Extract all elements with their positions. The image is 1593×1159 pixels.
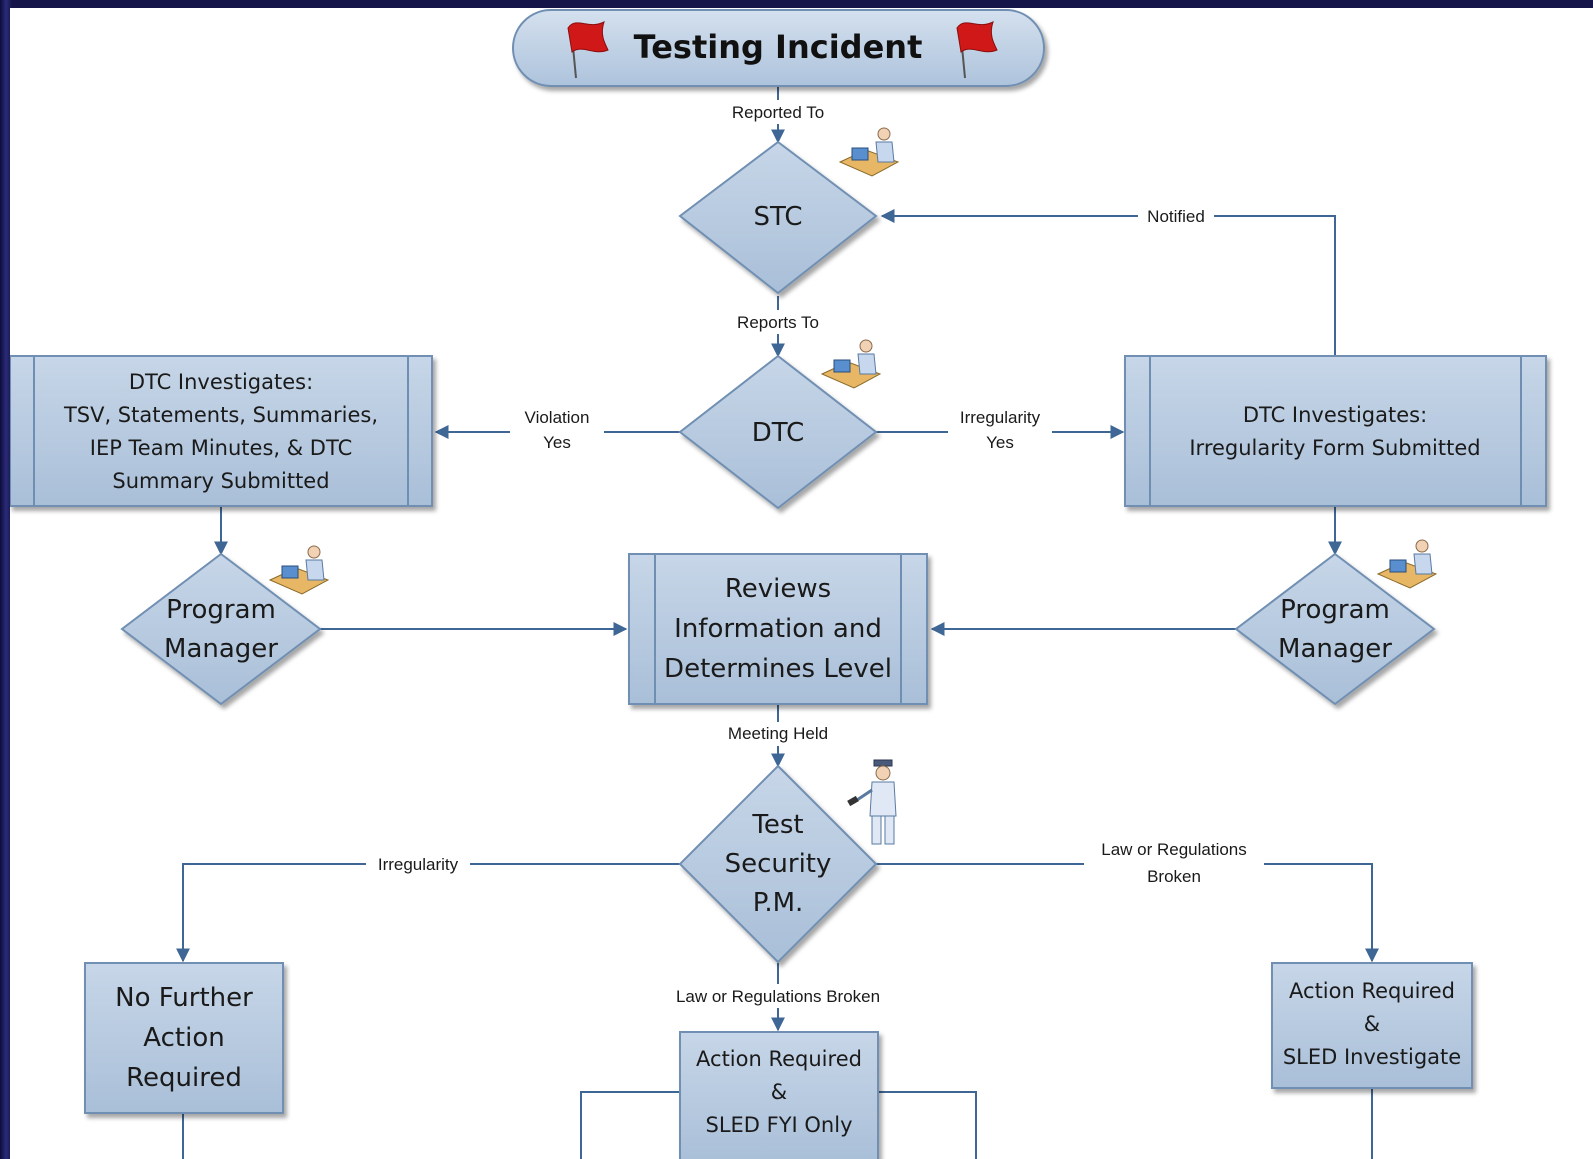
program-manager-left-line-2: Manager	[164, 634, 278, 664]
dtc-violation-line-3: IEP Team Minutes, & DTC	[90, 436, 352, 460]
no-further-line-1: No Further	[115, 983, 253, 1013]
program-manager-left-line-1: Program	[166, 595, 276, 625]
dtc-node	[678, 354, 878, 510]
person-at-desk-icon	[268, 545, 330, 595]
person-at-desk-icon	[820, 339, 882, 389]
dtc-violation-line-4: Summary Submitted	[112, 469, 329, 493]
no-further-line-3: Required	[126, 1063, 242, 1093]
reviews-line-2: Information and	[674, 614, 882, 644]
edge-fyi-right-branch	[876, 1091, 977, 1159]
flag-icon	[956, 21, 998, 79]
flowchart: Reported To Reports To Notified Violatio…	[10, 9, 1547, 1159]
action-investigate-line-3: SLED Investigate	[1283, 1045, 1461, 1069]
page-title: Testing Incident	[634, 28, 923, 66]
dtc-violation-node	[10, 355, 433, 507]
person-at-desk-icon	[838, 127, 900, 177]
person-at-desk-icon	[1376, 539, 1438, 589]
test-security-line-1: Test	[751, 810, 803, 840]
edge-label-irregularity: Irregularity	[960, 408, 1041, 427]
edge-label-reported-to: Reported To	[732, 103, 824, 122]
stc-label: STC	[753, 202, 802, 232]
diagram-canvas: Reported To Reports To Notified Violatio…	[10, 8, 1593, 1159]
edge-label-irregularity-yes: Yes	[986, 433, 1014, 452]
program-manager-right-line-2: Manager	[1278, 634, 1392, 664]
test-security-line-3: P.M.	[753, 888, 804, 918]
edge-test-security-to-action-investigate	[876, 863, 1379, 963]
action-required-investigate-node	[1271, 962, 1473, 1089]
test-security-node	[678, 764, 878, 964]
dtc-irregularity-line-2: Irregularity Form Submitted	[1189, 436, 1480, 460]
reviews-node	[628, 553, 928, 705]
reviews-line-1: Reviews	[725, 574, 831, 604]
dtc-irregularity-line-1: DTC Investigates:	[1243, 403, 1427, 427]
test-security-line-2: Security	[725, 849, 832, 879]
program-manager-right-line-1: Program	[1280, 595, 1390, 625]
edge-label-law-broken-right-2: Broken	[1147, 867, 1201, 886]
dtc-violation-line-2: TSV, Statements, Summaries,	[63, 403, 378, 427]
dtc-irregularity-node	[1124, 355, 1547, 507]
edge-label-meeting-held: Meeting Held	[728, 724, 828, 743]
edge-labels: Reported To Reports To Notified Violatio…	[366, 100, 1264, 1008]
title-node	[512, 9, 1045, 87]
action-investigate-line-1: Action Required	[1289, 979, 1455, 1003]
reviews-line-3: Determines Level	[664, 654, 892, 684]
edge-label-violation: Violation	[525, 408, 590, 427]
edge-label-notified: Notified	[1147, 207, 1205, 226]
action-required-fyi-node	[679, 1031, 879, 1159]
flag-icon	[567, 21, 609, 79]
program-manager-right-node	[1234, 552, 1436, 706]
edge-test-security-to-no-further	[176, 863, 680, 963]
edge-irregularity-box-to-stc	[880, 209, 1336, 356]
security-guard-icon	[847, 759, 897, 845]
edge-label-law-broken-center: Law or Regulations Broken	[676, 987, 880, 1006]
dtc-violation-line-1: DTC Investigates:	[129, 370, 313, 394]
action-fyi-line-3: SLED FYI Only	[705, 1113, 852, 1137]
edge-label-reports-to: Reports To	[737, 313, 819, 332]
action-investigate-line-2: &	[1364, 1012, 1380, 1036]
edge-label-irregularity-left: Irregularity	[378, 855, 459, 874]
action-fyi-line-2: &	[771, 1080, 787, 1104]
edge-label-violation-yes: Yes	[543, 433, 571, 452]
edge-label-law-broken-right-1: Law or Regulations	[1101, 840, 1247, 859]
action-fyi-line-1: Action Required	[696, 1047, 862, 1071]
no-further-line-2: Action	[143, 1023, 224, 1053]
dtc-label: DTC	[752, 418, 805, 448]
edge-fyi-left-branch	[580, 1091, 680, 1159]
program-manager-left-node	[120, 552, 322, 706]
no-further-action-node	[84, 962, 284, 1114]
stc-node	[678, 140, 878, 295]
